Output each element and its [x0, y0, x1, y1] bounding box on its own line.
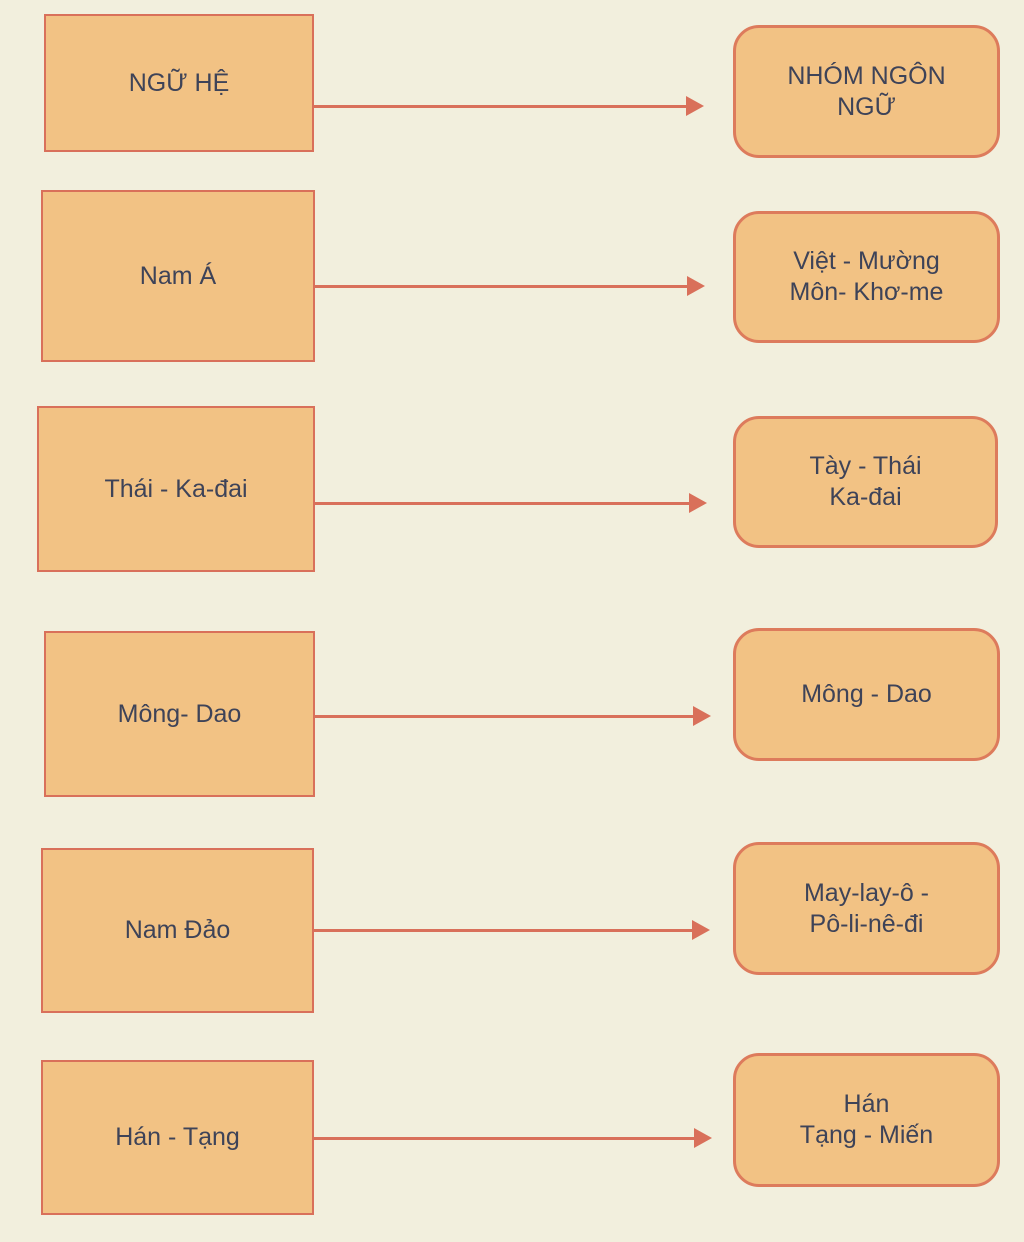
arrow-shaft [314, 104, 690, 108]
right-node-label: Tày - Thái Ka-đai [809, 452, 922, 511]
arrow-connector [315, 493, 707, 513]
left-node-thai-ka-dai: Thái - Ka-đai [37, 406, 315, 572]
arrow-shaft [314, 928, 696, 932]
left-node-label: Nam Á [139, 261, 217, 290]
left-node-nam-a: Nam Á [41, 190, 315, 362]
right-node-nhom-ngon-ngu: NHÓM NGÔN NGỮ [733, 25, 1000, 158]
right-node-label: Việt - Mường Môn- Khơ-me [789, 247, 944, 306]
right-node-mong-dao: Mông - Dao [733, 628, 1000, 761]
right-node-viet-muong-mon-kho-me: Việt - Mường Môn- Khơ-me [733, 211, 1000, 343]
arrow-connector [315, 276, 705, 296]
arrow-head-icon [693, 706, 711, 726]
arrow-shaft [315, 501, 693, 505]
arrow-connector [314, 96, 704, 116]
right-node-may-lay-o-po-li-ne-di: May-lay-ô - Pô-li-nê-đi [733, 842, 1000, 975]
left-node-mong-dao: Mông- Dao [44, 631, 315, 797]
left-node-han-tang: Hán - Tạng [41, 1060, 314, 1215]
arrow-connector [315, 706, 711, 726]
arrow-shaft [314, 1136, 698, 1140]
right-node-label: Mông - Dao [801, 680, 932, 708]
arrow-shaft [315, 284, 691, 288]
left-node-label: Nam Đảo [124, 916, 231, 944]
left-node-ngu-he: NGỮ HỆ [44, 14, 314, 152]
right-node-label: May-lay-ô - Pô-li-nê-đi [803, 878, 929, 938]
right-node-tay-thai-ka-dai: Tày - Thái Ka-đai [733, 416, 998, 548]
left-node-nam-dao: Nam Đảo [41, 848, 314, 1013]
arrow-head-icon [687, 276, 705, 296]
arrow-head-icon [689, 493, 707, 513]
arrow-connector [314, 1128, 712, 1148]
left-node-label: NGỮ HỆ [128, 68, 230, 97]
right-node-han-tang-mien: Hán Tạng - Miến [733, 1053, 1000, 1187]
arrow-connector [314, 920, 710, 940]
arrow-head-icon [686, 96, 704, 116]
left-node-label: Thái - Ka-đai [104, 474, 248, 503]
arrow-shaft [315, 714, 697, 718]
left-node-label: Mông- Dao [117, 699, 242, 728]
right-node-label: Hán Tạng - Miến [799, 1090, 934, 1149]
arrow-head-icon [694, 1128, 712, 1148]
arrow-head-icon [692, 920, 710, 940]
right-node-label: NHÓM NGÔN NGỮ [787, 61, 946, 121]
left-node-label: Hán - Tạng [115, 1123, 240, 1151]
